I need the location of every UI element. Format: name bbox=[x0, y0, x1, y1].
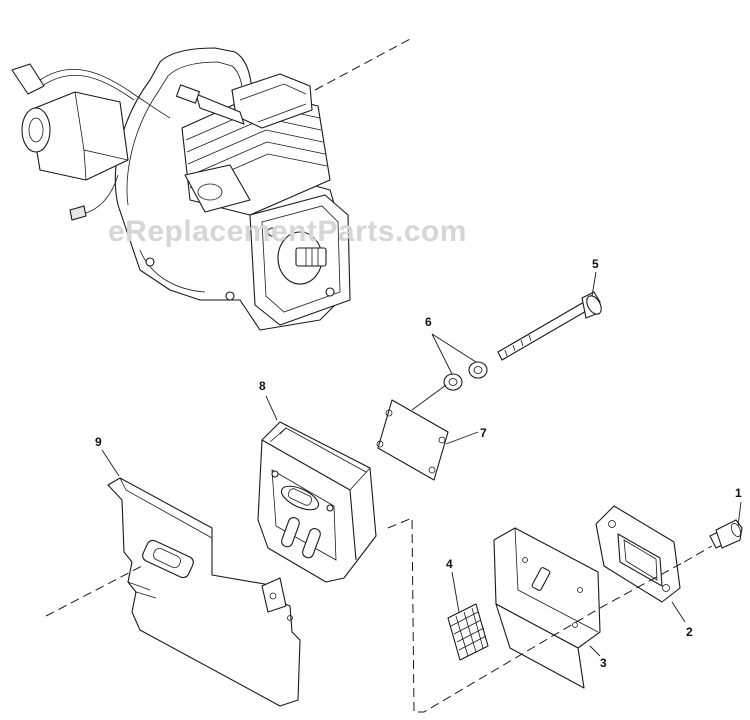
output-shaft-icon bbox=[249, 194, 351, 326]
washer-icon bbox=[443, 361, 488, 391]
heat-shield-icon bbox=[107, 477, 301, 707]
engine-axis-line bbox=[314, 37, 413, 91]
bolt-axis-line bbox=[683, 545, 713, 563]
callout-3: 3 bbox=[600, 656, 607, 670]
bolt-icon bbox=[709, 519, 743, 549]
engine-assembly-icon bbox=[11, 47, 351, 331]
spark-arrestor-screen-icon bbox=[447, 603, 489, 661]
exhaust-route-line bbox=[387, 517, 685, 713]
callout-7: 7 bbox=[480, 426, 487, 440]
callout-8: 8 bbox=[259, 379, 266, 393]
callout-2: 2 bbox=[686, 625, 693, 639]
long-bolt-icon bbox=[497, 291, 602, 361]
leader-lines bbox=[101, 271, 742, 657]
muffler-flange-gasket-icon bbox=[595, 505, 681, 603]
muffler-bracket-icon bbox=[493, 527, 601, 689]
bolt-to-gasket-leader bbox=[411, 384, 447, 411]
callout-5: 5 bbox=[592, 257, 599, 271]
callout-6: 6 bbox=[425, 315, 432, 329]
muffler-gasket-icon bbox=[376, 399, 449, 481]
muffler-icon bbox=[257, 421, 377, 583]
ignition-coil-icon bbox=[21, 91, 129, 181]
shield-axis-line bbox=[45, 565, 143, 617]
watermark-text: eReplacementParts.com bbox=[108, 215, 467, 248]
callout-1: 1 bbox=[735, 486, 742, 500]
callout-9: 9 bbox=[95, 435, 102, 449]
callout-4: 4 bbox=[446, 557, 453, 571]
